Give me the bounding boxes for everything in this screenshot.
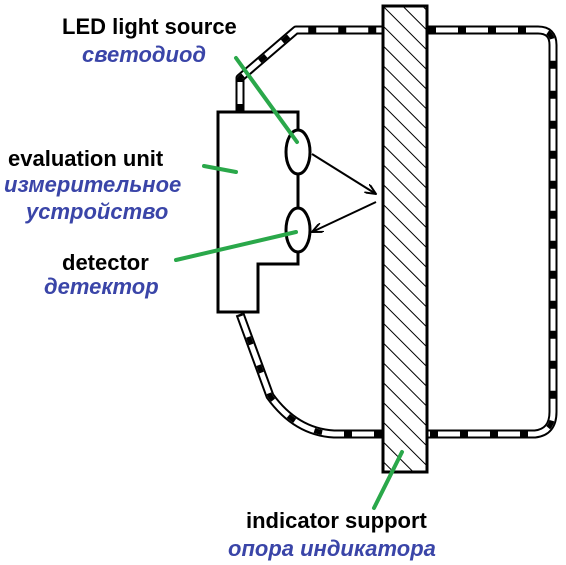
led-ellipse <box>284 128 312 176</box>
detector-ellipse <box>284 206 312 254</box>
detector-label-ru: детектор <box>44 274 159 299</box>
led-leader-line <box>234 56 299 144</box>
detector-leader-line <box>174 230 298 262</box>
emitted-light-arrow <box>311 153 376 194</box>
led-label-en: LED light source <box>62 14 237 39</box>
evaluation-label-ru-line1: измерительное <box>4 172 181 197</box>
evaluation-label-en: evaluation unit <box>8 146 164 171</box>
support-label-ru: опора индикатора <box>228 536 436 561</box>
support-label-en: indicator support <box>246 508 428 533</box>
support-leader-line <box>372 450 404 510</box>
leader-lines <box>174 56 404 510</box>
evaluation-label-ru-line2: устройство <box>25 199 168 224</box>
reflected-light-arrow <box>312 201 377 232</box>
evaluation-leader-line <box>202 164 238 174</box>
evaluation-unit-box <box>216 110 300 314</box>
led-label-ru: светодиод <box>82 42 206 67</box>
indicator-support-bar <box>381 4 429 474</box>
housing-outline <box>235 25 558 439</box>
detector-label-en: detector <box>62 250 149 275</box>
